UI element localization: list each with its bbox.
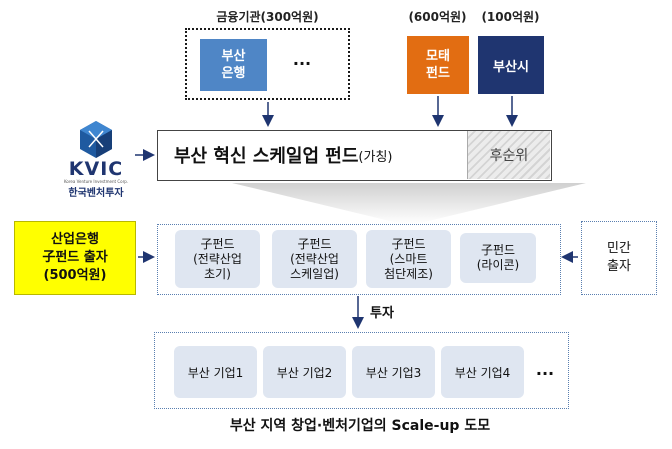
main-fund-title: 부산 혁신 스케일업 펀드: [174, 146, 359, 167]
company-card: 부산 기업4: [441, 346, 524, 398]
subfund-title: 子펀드: [200, 236, 235, 251]
subfunds-group: [157, 224, 561, 295]
kdb-line3: (500억원): [43, 268, 107, 283]
subfund-line2: (전략산업: [193, 251, 242, 266]
kdb-line1: 산업은행: [51, 232, 99, 247]
mote-fund-box: 모태 펀드: [407, 36, 469, 94]
busan-bank-line2: 은행: [221, 66, 246, 81]
kvic-tagline: Korea Venture Investment Corp.: [63, 179, 129, 184]
company-card: 부산 기업3: [352, 346, 435, 398]
kvic-logo: KVIC Korea Venture Investment Corp. 한국벤처…: [56, 117, 136, 199]
private-line1: 민간: [607, 241, 631, 256]
main-fund-suffix: (가칭): [358, 149, 393, 165]
subfund-line3: 스케일업): [290, 266, 339, 281]
busan-city-box: 부산시: [478, 36, 544, 94]
mote-fund-amount: (600억원): [408, 9, 467, 24]
kdb-investor-box: 산업은행 子펀드 출자 (500억원): [14, 221, 136, 295]
busan-bank-line1: 부산: [221, 49, 246, 64]
subfund-line3: 첨단제조): [384, 266, 433, 281]
subfund-title: 子펀드: [480, 243, 516, 257]
private-line2: 출자: [607, 259, 631, 274]
financial-institutions-group: [185, 28, 350, 100]
subfund-title: 子펀드: [391, 236, 426, 251]
subfund-card: 子펀드 (라이콘): [460, 233, 536, 283]
kvic-korean-name: 한국벤처투자: [68, 187, 124, 199]
companies-group: [154, 332, 569, 409]
busan-city-amount: (100억원): [481, 9, 540, 24]
subfund-line2: (전략산업: [290, 251, 339, 266]
companies-ellipsis: ···: [535, 363, 555, 383]
mote-fund-line1: 모태: [426, 49, 450, 64]
company-card: 부산 기업1: [174, 346, 257, 398]
invest-label: 투자: [370, 306, 394, 321]
funnel-shape: [232, 183, 586, 224]
company-card: 부산 기업2: [263, 346, 346, 398]
subordinate-tranche: 후순위: [467, 131, 550, 179]
kdb-line2: 子펀드 출자: [42, 250, 108, 265]
subfund-card: 子펀드 (전략산업 스케일업): [272, 230, 357, 288]
main-fund-box: 부산 혁신 스케일업 펀드 (가칭) 후순위: [157, 130, 552, 181]
subfund-line2: (라이콘): [476, 258, 520, 272]
subfund-card: 子펀드 (전략산업 초기): [175, 230, 260, 288]
mote-fund-line2: 펀드: [426, 66, 450, 81]
subfund-title: 子펀드: [297, 236, 332, 251]
kvic-wordmark: KVIC: [68, 158, 124, 180]
financial-institutions-label: 금융기관(300억원): [216, 9, 319, 24]
financial-ellipsis: ···: [292, 53, 312, 73]
busan-bank-box: 부산 은행: [200, 39, 267, 91]
diagram-caption: 부산 지역 창업·벤처기업의 Scale-up 도모: [229, 418, 491, 434]
subfund-line2: (스마트: [389, 251, 428, 266]
subfund-line3: 초기): [204, 266, 231, 281]
private-investor-box: 민간 출자: [581, 221, 657, 295]
kvic-emblem-icon: [80, 121, 112, 158]
subfund-card: 子펀드 (스마트 첨단제조): [366, 230, 451, 288]
